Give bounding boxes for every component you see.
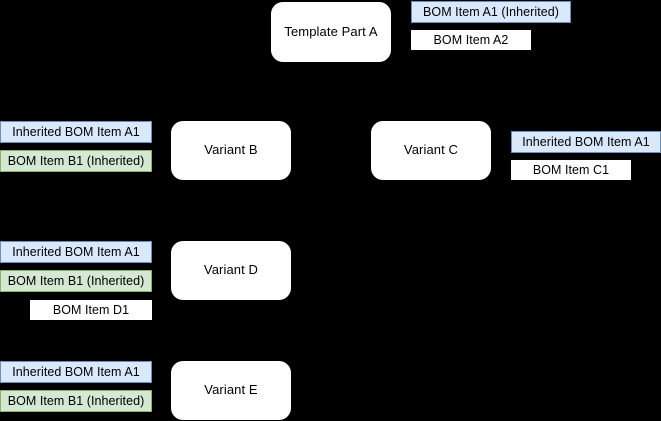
bom-item-variant-d-2[interactable]: BOM Item B1 (Inherited) bbox=[0, 270, 152, 292]
bom-item-label: Inherited BOM Item A1 bbox=[522, 134, 650, 149]
bom-item-variant-e-1[interactable]: Inherited BOM Item A1 bbox=[0, 361, 152, 383]
node-label: Template Part A bbox=[284, 23, 378, 39]
bom-item-variant-b-1[interactable]: Inherited BOM Item A1 bbox=[0, 121, 152, 143]
node-label: Variant B bbox=[204, 142, 258, 158]
bom-item-label: BOM Item B1 (Inherited) bbox=[7, 273, 145, 288]
bom-item-label: BOM Item C1 bbox=[532, 162, 610, 177]
bom-item-variant-d-3[interactable]: BOM Item D1 bbox=[30, 300, 152, 320]
bom-item-template-a-2[interactable]: BOM Item A2 bbox=[411, 30, 531, 50]
bom-item-label: Inherited BOM Item A1 bbox=[12, 244, 140, 259]
bom-item-variant-e-2[interactable]: BOM Item B1 (Inherited) bbox=[0, 390, 152, 412]
bom-item-label: BOM Item D1 bbox=[52, 302, 130, 317]
node-label: Variant E bbox=[204, 382, 258, 398]
bom-item-template-a-1[interactable]: BOM Item A1 (Inherited) bbox=[411, 1, 571, 23]
bom-item-label: BOM Item A2 bbox=[433, 32, 509, 47]
node-label: Variant C bbox=[403, 142, 459, 158]
bom-item-label: BOM Item A1 (Inherited) bbox=[423, 4, 559, 19]
node-template-part-a[interactable]: Template Part A bbox=[271, 2, 391, 62]
bom-item-variant-c-1[interactable]: Inherited BOM Item A1 bbox=[511, 131, 661, 153]
bom-item-label: Inherited BOM Item A1 bbox=[12, 364, 140, 379]
node-variant-b[interactable]: Variant B bbox=[171, 121, 291, 180]
node-variant-e[interactable]: Variant E bbox=[171, 361, 291, 420]
bom-item-variant-b-2[interactable]: BOM Item B1 (Inherited) bbox=[0, 150, 152, 172]
node-label: Variant D bbox=[203, 262, 259, 278]
node-variant-d[interactable]: Variant D bbox=[171, 241, 291, 300]
node-variant-c[interactable]: Variant C bbox=[371, 121, 491, 180]
bom-item-variant-c-2[interactable]: BOM Item C1 bbox=[511, 160, 631, 180]
bom-item-label: BOM Item B1 (Inherited) bbox=[7, 153, 145, 168]
bom-item-variant-d-1[interactable]: Inherited BOM Item A1 bbox=[0, 241, 152, 263]
bom-item-label: Inherited BOM Item A1 bbox=[12, 124, 140, 139]
bom-item-label: BOM Item B1 (Inherited) bbox=[7, 393, 145, 408]
